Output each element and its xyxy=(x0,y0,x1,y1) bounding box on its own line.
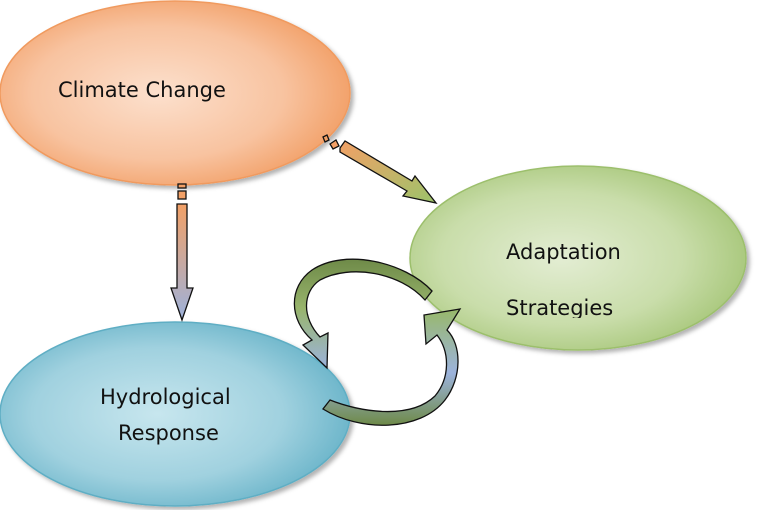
arrow-climate-to-adaptation xyxy=(322,134,438,205)
cycle-arrow-to-hydrological xyxy=(293,258,433,370)
hydrological-label-line2: Response xyxy=(118,421,219,445)
climate-change-label: Climate Change xyxy=(58,78,226,102)
hydrological-response-node xyxy=(0,321,351,507)
adaptation-label-line2: Strategies xyxy=(506,298,614,318)
adaptation-strategies-node xyxy=(409,165,747,351)
hydrological-label-line1: Hydrological xyxy=(100,385,231,409)
climate-change-node xyxy=(0,0,351,186)
arrow-climate-to-hydrological xyxy=(170,183,194,322)
cycle-arrow-to-adaptation xyxy=(322,308,462,426)
adaptation-label-line1: Adaptation xyxy=(506,240,621,264)
